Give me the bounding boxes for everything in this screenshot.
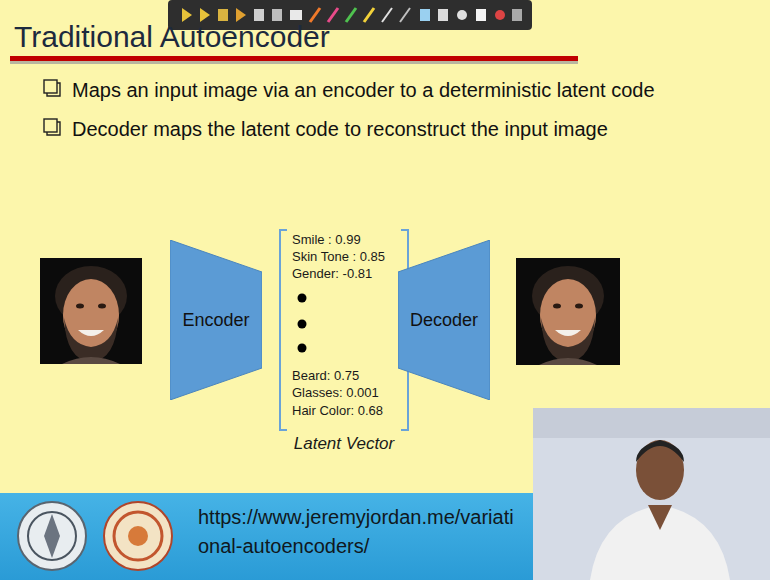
- presenter-video: [533, 408, 770, 580]
- input-face-image: [40, 258, 142, 364]
- latent-entry: Skin Tone : 0.85: [292, 249, 385, 264]
- rule-shadow: [10, 61, 578, 64]
- output-face-image: [516, 258, 620, 365]
- slide-title: Traditional Autoencoder: [14, 20, 330, 54]
- encoder-block: Encoder: [170, 240, 262, 400]
- source-url: https://www.jeremyjordan.me/variati onal…: [198, 503, 518, 561]
- decoder-block: Decoder: [398, 240, 490, 400]
- ellipsis-dot: [298, 344, 307, 353]
- latent-vector: Smile : 0.99Skin Tone : 0.85Gender: -0.8…: [276, 228, 412, 460]
- ellipsis-dot: [298, 320, 307, 329]
- latent-entry: Beard: 0.75: [292, 368, 359, 383]
- latent-entry: Hair Color: 0.68: [292, 403, 383, 418]
- latent-entry: Smile : 0.99: [292, 232, 361, 247]
- bullet-box: [44, 80, 60, 135]
- vector-caption: Latent Vector: [294, 434, 395, 454]
- latent-entry: Gender: -0.81: [292, 266, 372, 281]
- title-rule: [10, 56, 578, 61]
- bullet-text: Maps an input image via an encoder to a …: [72, 76, 655, 105]
- bullet-text: Decoder maps the latent code to reconstr…: [72, 115, 608, 144]
- footer-band: [0, 493, 770, 580]
- block-label: Decoder: [410, 310, 478, 331]
- block-label: Encoder: [182, 310, 249, 331]
- ellipsis-dot: [298, 294, 307, 303]
- institute-logo: [18, 502, 86, 570]
- latent-entry: Glasses: 0.001: [292, 385, 379, 400]
- program-logo: [104, 502, 172, 570]
